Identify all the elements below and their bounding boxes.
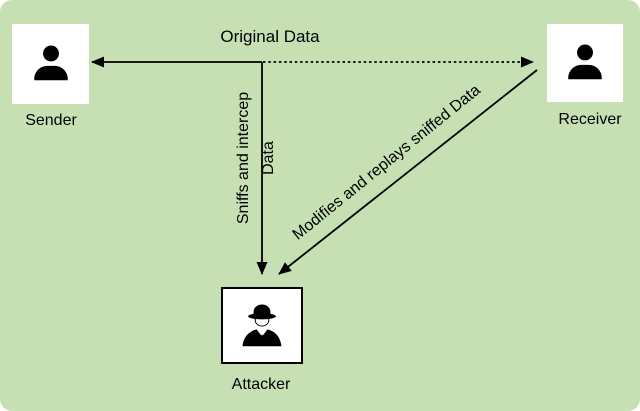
person-icon [568,44,602,80]
sniff-edge-label-line1: Sniffs and intercep [235,91,252,225]
person-icon [33,45,68,81]
node-sender [12,24,89,104]
node-attacker [221,287,303,364]
sniff-edge-label-line2: Data [260,141,277,175]
receiver-label: Receiver [558,111,622,128]
original-data-edge-label: Original Data [220,27,320,46]
spy-icon [242,303,282,346]
attacker-label: Attacker [231,376,291,393]
sender-label: Sender [25,112,77,129]
node-receiver [547,24,623,102]
